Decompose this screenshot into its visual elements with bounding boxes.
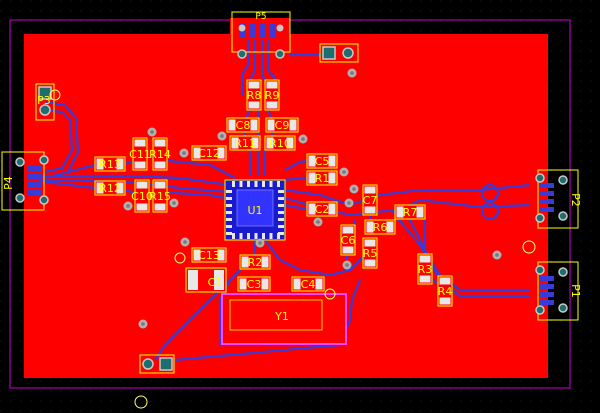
c9-part[interactable]: C9 (265, 117, 299, 133)
c1-label: C1 (208, 276, 223, 289)
r14-label: R14 (149, 148, 171, 161)
r15-label: R15 (149, 190, 171, 203)
fiducials (49, 89, 536, 409)
c13-label: C13 (198, 249, 220, 262)
r14-part[interactable]: R14 (149, 137, 171, 171)
r10-part[interactable]: R10 (264, 135, 296, 151)
c10-label: C10 (131, 190, 153, 203)
r5-label: R5 (363, 247, 378, 260)
p1-label: P1 (569, 284, 582, 298)
c5-label: C5 (315, 155, 330, 168)
c12-label: C12 (198, 147, 220, 160)
c1-capacitor[interactable]: C1 (185, 267, 227, 293)
c6-label: C6 (341, 234, 356, 247)
c7-label: C7 (363, 194, 378, 207)
r9-label: R9 (265, 89, 280, 102)
r2-label: R2 (248, 256, 263, 269)
c8-label: C8 (236, 119, 251, 132)
connector-p2[interactable]: P2 (535, 169, 582, 229)
trace-loops (480, 183, 500, 221)
r1-label: R1 (315, 172, 330, 185)
header-bottom[interactable] (139, 354, 175, 374)
c11-part[interactable]: C11 (129, 137, 151, 171)
r10-label: R10 (269, 137, 291, 150)
connector-p4[interactable]: P4 (1, 151, 49, 211)
c3-label: C3 (247, 278, 262, 291)
p4-label: P4 (2, 176, 15, 190)
c6-part[interactable]: C6 (340, 224, 356, 256)
c5-part[interactable]: C5 (306, 153, 338, 169)
c13-part[interactable]: C13 (191, 247, 227, 263)
r7-label: R7 (403, 206, 418, 219)
u1-label: U1 (247, 204, 262, 217)
c11-label: C11 (129, 148, 151, 161)
c4-part[interactable]: C4 (291, 276, 325, 292)
r12-part[interactable]: R12 (94, 180, 126, 196)
r15-part[interactable]: R15 (149, 179, 171, 213)
y1-crystal[interactable]: Y1 (221, 293, 347, 345)
u1-chip[interactable]: U1 (224, 179, 286, 241)
p3-label: P3 (37, 94, 51, 107)
c4-label: C4 (301, 278, 316, 291)
r4-part[interactable]: R4 (437, 275, 453, 307)
r11-part[interactable]: R11 (229, 135, 261, 151)
r2-part[interactable]: R2 (239, 254, 271, 270)
p5-label: P5 (255, 12, 266, 22)
c10-part[interactable]: C10 (131, 179, 153, 213)
connector-p1[interactable]: P1 (535, 261, 582, 321)
r1-part[interactable]: R1 (306, 170, 338, 186)
c12-part[interactable]: C12 (191, 145, 227, 161)
r8-part[interactable]: R8 (246, 79, 262, 111)
r3-label: R3 (418, 263, 433, 276)
connector-p3[interactable]: P3 (35, 83, 55, 121)
r7-part[interactable]: R7 (394, 204, 426, 220)
r13-part[interactable]: R13 (94, 156, 126, 172)
r9-part[interactable]: R9 (264, 79, 280, 111)
r6-label: R6 (373, 221, 388, 234)
r13-label: R13 (99, 158, 121, 171)
p2-label: P2 (569, 193, 582, 207)
connector-p5[interactable]: P5 (231, 11, 291, 59)
c8-part[interactable]: C8 (226, 117, 260, 133)
c2-label: C2 (315, 203, 330, 216)
c2-part[interactable]: C2 (306, 201, 338, 217)
r11-label: R11 (234, 137, 256, 150)
c3-part[interactable]: C3 (237, 276, 271, 292)
r4-label: R4 (438, 285, 453, 298)
c7-part[interactable]: C7 (362, 184, 378, 216)
c9-label: C9 (275, 119, 290, 132)
r6-part[interactable]: R6 (364, 219, 396, 235)
header-top[interactable] (319, 43, 359, 63)
r3-part[interactable]: R3 (417, 253, 433, 285)
r5-part[interactable]: R5 (362, 237, 378, 269)
r12-label: R12 (99, 182, 121, 195)
y1-label: Y1 (274, 310, 289, 323)
r8-label: R8 (247, 89, 262, 102)
